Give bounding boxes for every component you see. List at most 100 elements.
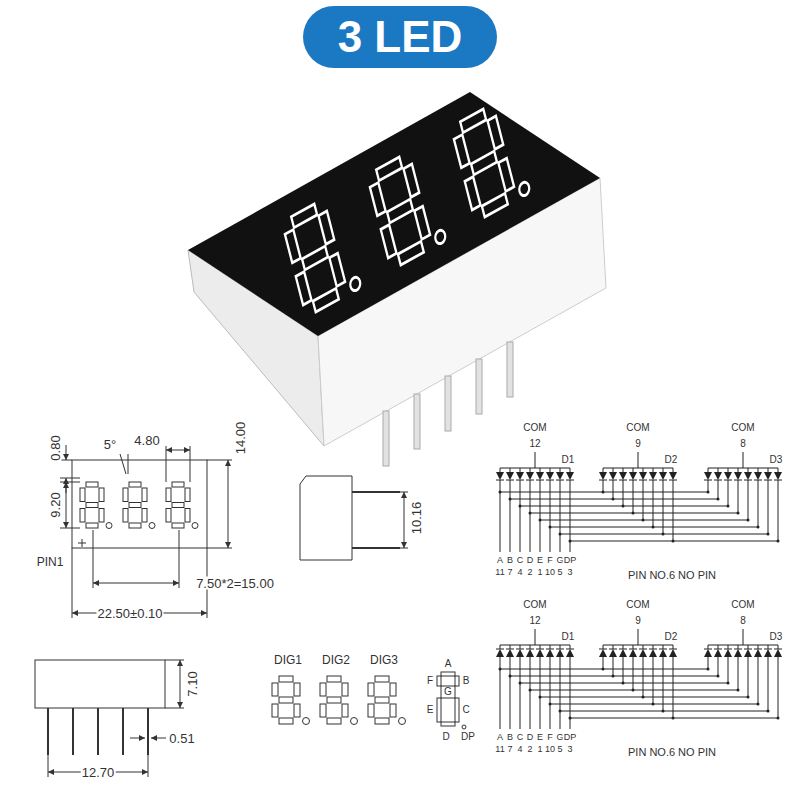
digit-outline	[80, 482, 112, 529]
dimension-label: 0.80	[49, 434, 62, 461]
diode-bar	[724, 649, 732, 650]
digit-outline	[282, 192, 362, 318]
diode-symbol	[754, 649, 762, 657]
segment-wire	[540, 520, 748, 521]
wire	[550, 657, 551, 729]
dimension-label: 10.16	[410, 501, 423, 536]
segment-letter: A	[444, 659, 453, 669]
wire	[603, 645, 604, 649]
junction-dot	[499, 491, 502, 494]
diode-bar	[639, 649, 647, 650]
wire	[643, 480, 644, 520]
diode-symbol	[669, 649, 677, 657]
segment	[414, 206, 430, 239]
decimal-point	[303, 718, 310, 725]
diode-symbol	[659, 649, 667, 657]
common-lead	[638, 629, 639, 645]
diode-symbol	[516, 649, 524, 657]
bottom-view	[35, 660, 184, 777]
diode-symbol	[744, 649, 752, 657]
wire	[653, 645, 654, 649]
segment	[129, 503, 141, 508]
diode-bar	[764, 649, 772, 650]
diode-symbol	[764, 649, 772, 657]
wire	[613, 657, 614, 676]
diode-symbol	[566, 472, 574, 480]
pin-label: PIN NO.6 NO PIN	[627, 570, 717, 581]
segment	[80, 509, 85, 523]
wire	[778, 657, 779, 718]
wire	[550, 480, 551, 552]
segment	[498, 158, 514, 191]
segment	[296, 272, 312, 305]
segment	[123, 509, 128, 523]
common-lead	[743, 629, 744, 645]
wire	[673, 657, 674, 718]
module-digit	[451, 97, 531, 223]
wire	[728, 657, 729, 683]
pin-label: E	[536, 733, 544, 742]
segment	[370, 183, 386, 216]
diode-symbol	[536, 649, 544, 657]
junction-dot	[569, 717, 572, 720]
segment	[185, 488, 190, 502]
segment	[142, 509, 147, 523]
pin-label: 12	[528, 616, 541, 626]
diode-bar	[516, 649, 524, 650]
dimension-label: 22.50±0.10	[97, 607, 164, 620]
pin-label: A	[496, 733, 504, 742]
wire	[673, 468, 674, 472]
junction-dot	[559, 533, 562, 536]
wire	[758, 468, 759, 472]
wire	[540, 480, 541, 552]
pin-label: B	[506, 733, 514, 742]
common-lead	[535, 629, 536, 645]
diode-bar	[599, 649, 607, 650]
dimension-label: 4.80	[133, 434, 160, 447]
pin-label: COM	[625, 600, 650, 610]
digit-label: DIG2	[321, 654, 351, 666]
junction-dot	[559, 710, 562, 713]
dimension-label: 5°	[103, 438, 117, 451]
segment	[80, 488, 85, 502]
pin-label: D2	[664, 632, 679, 642]
wire	[603, 480, 604, 492]
segment	[129, 523, 141, 528]
segment	[327, 697, 341, 703]
diode-symbol	[774, 649, 782, 657]
diode-bar	[556, 649, 564, 650]
wire	[673, 480, 674, 541]
diode-symbol	[556, 472, 564, 480]
dimension-label: 7.50*2=15.00	[195, 577, 275, 590]
segment	[86, 523, 98, 528]
diode-symbol	[526, 472, 534, 480]
segment-letter: F	[426, 676, 434, 686]
diode-symbol	[639, 649, 647, 657]
pin-label: F	[546, 556, 554, 565]
dimension-label: 12.70	[81, 766, 116, 779]
generated-art	[80, 97, 782, 729]
wire	[748, 468, 749, 472]
diode-bar	[774, 649, 782, 650]
pin-label: 11	[494, 745, 505, 754]
pin-label: COM	[522, 423, 547, 433]
diode-symbol	[704, 649, 712, 657]
wire	[738, 657, 739, 690]
pin-label: 7	[506, 745, 513, 754]
pin-label: COM	[625, 423, 650, 433]
junction-dot	[529, 689, 532, 692]
diode-symbol	[629, 649, 637, 657]
wire	[768, 468, 769, 472]
pin-label: D3	[769, 632, 784, 642]
wire	[520, 657, 521, 729]
wire	[748, 657, 749, 697]
common-lead	[743, 452, 744, 468]
wire	[570, 657, 571, 729]
segment	[294, 704, 300, 717]
diode-symbol	[714, 649, 722, 657]
pin-label: DP	[563, 733, 578, 742]
wire	[643, 645, 644, 649]
wire	[633, 468, 634, 472]
segment	[86, 503, 98, 508]
pin-label: 5	[556, 568, 563, 577]
